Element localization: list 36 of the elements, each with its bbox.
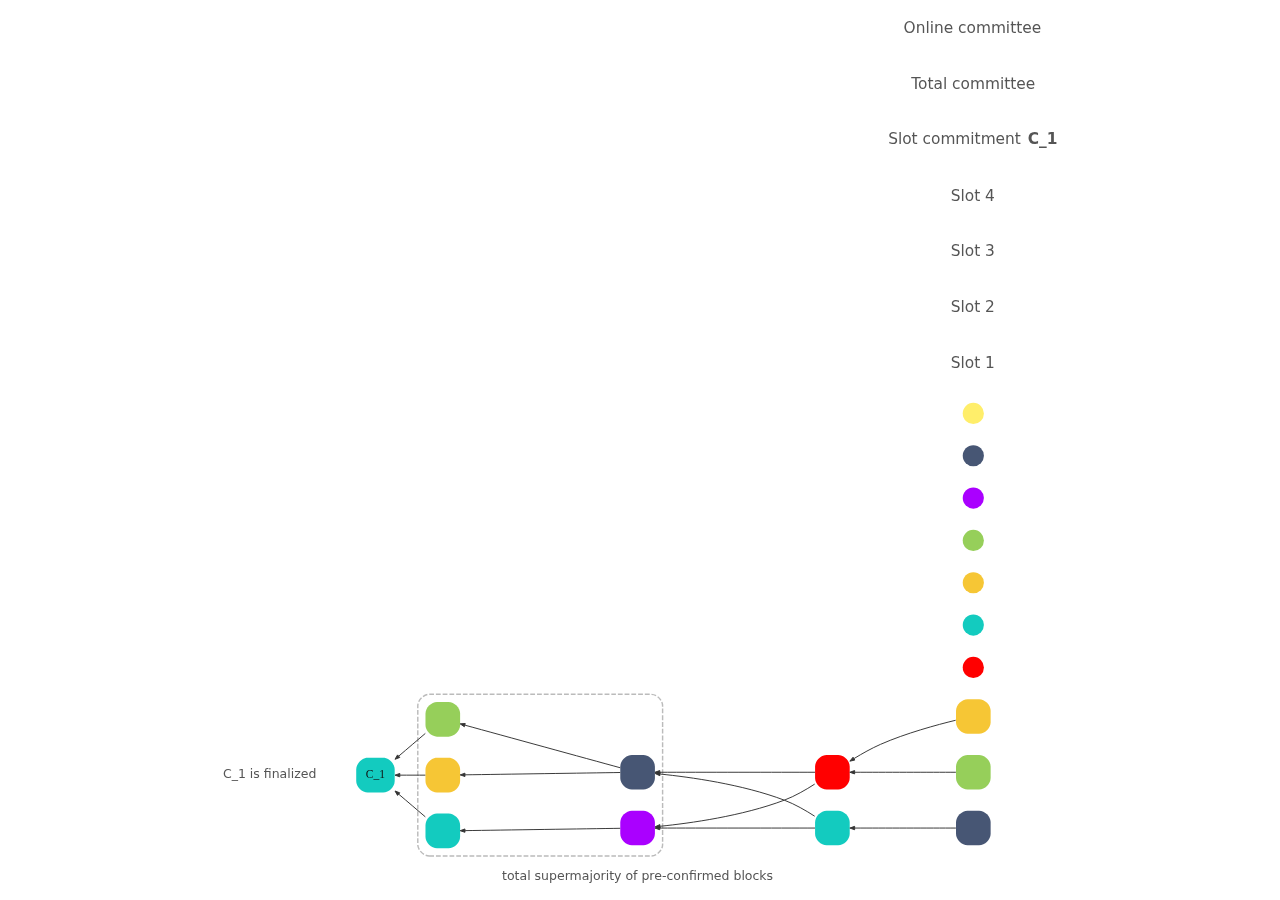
node-box xyxy=(815,754,850,790)
arrow xyxy=(849,825,957,831)
arrow xyxy=(849,770,957,775)
node-circle xyxy=(962,445,984,467)
node-circle xyxy=(962,656,984,678)
node-box xyxy=(620,754,655,790)
node-label: C_1 is finalized xyxy=(222,766,317,782)
arrow xyxy=(394,732,426,760)
arrow xyxy=(394,790,426,818)
arrow xyxy=(849,719,957,762)
arrow xyxy=(459,723,621,769)
node-circle xyxy=(962,487,984,509)
label: Slot 1 xyxy=(950,354,995,373)
node-box xyxy=(956,754,991,790)
node-label: total supermajority of pre-confirmed blocks xyxy=(502,868,774,884)
node-box xyxy=(425,757,461,793)
node-box xyxy=(425,813,461,849)
label: Slot 4 xyxy=(950,186,995,205)
label: Slot 3 xyxy=(950,242,995,261)
node-box xyxy=(425,702,461,737)
label: Online committee xyxy=(903,19,1042,38)
arrow xyxy=(394,773,426,778)
label: Slot 2 xyxy=(950,298,995,317)
node-circle xyxy=(962,572,984,594)
node-box: C_1 xyxy=(356,757,395,793)
node-box xyxy=(956,699,991,734)
arrow xyxy=(459,827,621,833)
node-circle xyxy=(962,529,984,551)
node-circle xyxy=(962,402,984,425)
label: Slot commitment C_1 xyxy=(888,129,1058,148)
node-box xyxy=(620,810,655,846)
label: Total committee xyxy=(911,75,1036,94)
node-circle xyxy=(962,614,984,636)
arrow xyxy=(459,772,621,777)
node-box xyxy=(956,810,991,846)
node-box xyxy=(815,810,850,846)
